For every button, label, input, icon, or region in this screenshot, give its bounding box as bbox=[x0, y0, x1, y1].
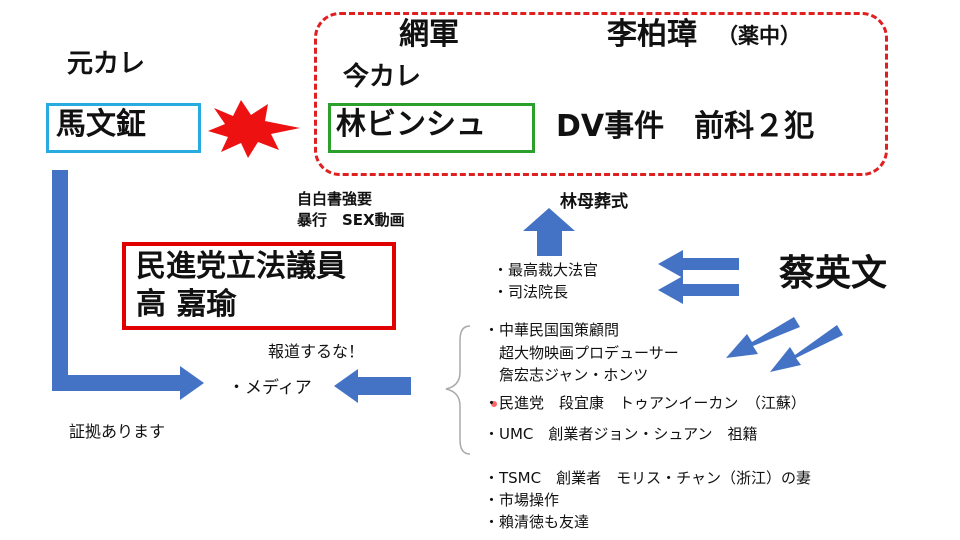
report-not-label: 報道するな！ bbox=[268, 342, 365, 361]
violence-label: 暴行 SEX動画 bbox=[297, 211, 405, 229]
li-note: （薬中） bbox=[717, 24, 801, 48]
list-item: ・市場操作 bbox=[484, 491, 560, 509]
li-name: 李柏璋 bbox=[607, 17, 697, 52]
netarmy-group-dashed-box bbox=[314, 12, 888, 176]
netarmy-label: 網軍 bbox=[399, 17, 459, 52]
list-item: ・UMC 創業者ジョン・シュアン 祖籍 bbox=[484, 425, 758, 443]
list-marker-dot bbox=[491, 401, 497, 407]
arrow-to-court-1 bbox=[658, 250, 739, 278]
list-item: ・賴清徳も友達 bbox=[484, 513, 590, 531]
conflict-burst-icon bbox=[208, 100, 300, 158]
list-item: 詹宏志ジャン・ホンツ bbox=[484, 366, 649, 384]
list-bracket bbox=[445, 325, 471, 455]
lin-name: 林ビンシュ bbox=[336, 107, 486, 142]
legislator-name: 高 嘉瑜 bbox=[136, 287, 237, 322]
arrow-diagonal-2 bbox=[770, 325, 843, 372]
list-item: ・民進党 段宜康 トゥアンイーカン （江蘇） bbox=[484, 394, 806, 412]
list-item: 超大物映画プロデューサー bbox=[484, 344, 679, 362]
list-item: ・中華民国国策顧問 bbox=[484, 321, 620, 339]
elbow-arrow-to-media bbox=[52, 170, 204, 400]
court-item-2: ・司法院長 bbox=[493, 283, 569, 301]
arrow-to-court-2 bbox=[658, 276, 739, 304]
media-label: ・メディア bbox=[228, 378, 312, 398]
ex-boyfriend-label: 元カレ bbox=[67, 49, 146, 79]
evidence-label: 証拠あります bbox=[69, 422, 166, 441]
court-item-1: ・最高裁大法官 bbox=[493, 261, 599, 279]
arrow-diagonal-1 bbox=[726, 317, 800, 358]
legislator-role: 民進党立法議員 bbox=[136, 249, 346, 284]
list-item: ・TSMC 創業者 モリス・チャン（浙江）の妻 bbox=[484, 469, 811, 487]
current-boyfriend-label: 今カレ bbox=[343, 62, 422, 92]
ma-name-box bbox=[46, 103, 201, 153]
lin-name-box bbox=[328, 103, 535, 153]
forced-confession-label: 自白書強要 bbox=[297, 190, 373, 208]
tsai-name: 蔡英文 bbox=[779, 253, 888, 294]
arrow-to-media bbox=[334, 369, 411, 403]
ma-name: 馬文鉦 bbox=[56, 107, 146, 142]
legislator-box bbox=[122, 242, 396, 330]
dv-record: DV事件 前科２犯 bbox=[556, 109, 815, 144]
funeral-label: 林母葬式 bbox=[560, 192, 628, 212]
arrow-up-to-funeral bbox=[523, 208, 575, 256]
